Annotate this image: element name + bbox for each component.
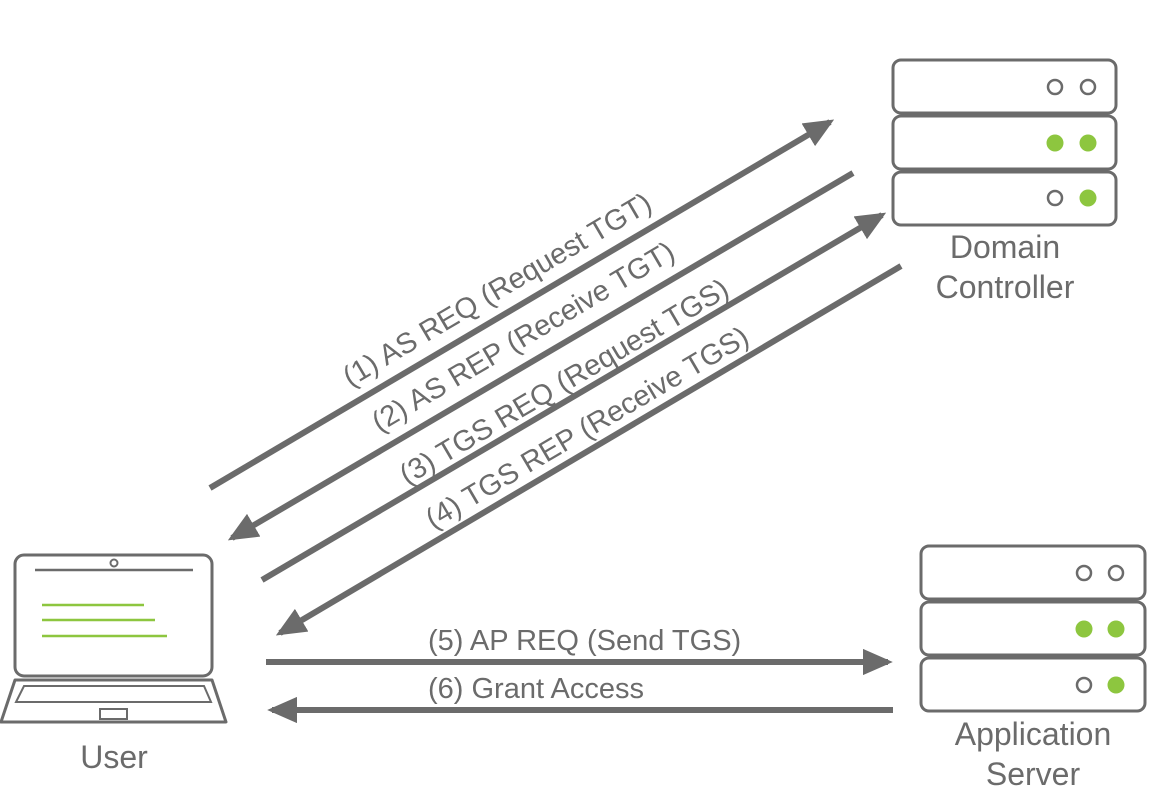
arrow-tgs-rep	[275, 263, 903, 636]
arrow-as-req	[208, 119, 835, 491]
led-on-icon	[1107, 620, 1125, 638]
led-on-icon	[1079, 189, 1097, 207]
led-on-icon	[1079, 134, 1097, 152]
led-off-icon	[1075, 676, 1093, 694]
led-off-icon	[1075, 564, 1093, 582]
led-on-icon	[1107, 676, 1125, 694]
laptop-icon	[0, 553, 228, 724]
application-server-label-line2: Server	[986, 756, 1081, 792]
application-server-label-line1: Application	[955, 716, 1112, 752]
led-off-icon	[1079, 78, 1097, 96]
arrow-as-rep	[227, 170, 855, 541]
laptop-screen	[13, 553, 214, 678]
server-unit	[891, 170, 1118, 227]
led-off-icon	[1046, 189, 1064, 207]
led-off-icon	[1107, 564, 1125, 582]
server-unit	[919, 600, 1147, 657]
led-on-icon	[1046, 134, 1064, 152]
server-unit	[919, 656, 1147, 713]
server-unit	[919, 544, 1147, 601]
domain-controller-label-line1: Domain	[950, 229, 1060, 265]
led-on-icon	[1075, 620, 1093, 638]
laptop-keyboard	[14, 685, 213, 703]
laptop-trackpad	[99, 708, 128, 720]
application-server-icon	[919, 544, 1147, 713]
domain-controller-label-line2: Controller	[936, 269, 1075, 305]
arrow-tgs-req	[260, 212, 887, 583]
grant-access-label-bg	[427, 670, 665, 706]
domain-controller-server-icon	[891, 58, 1118, 227]
webcam-icon	[109, 558, 119, 568]
led-off-icon	[1046, 78, 1064, 96]
server-unit	[891, 114, 1118, 171]
server-unit	[891, 58, 1118, 115]
grant-access-label: (6) Grant Access	[428, 673, 644, 705]
ap-req-label: (5) AP REQ (Send TGS)	[428, 625, 741, 657]
ap-req-label-bg	[427, 622, 767, 658]
user-label: User	[80, 739, 148, 775]
